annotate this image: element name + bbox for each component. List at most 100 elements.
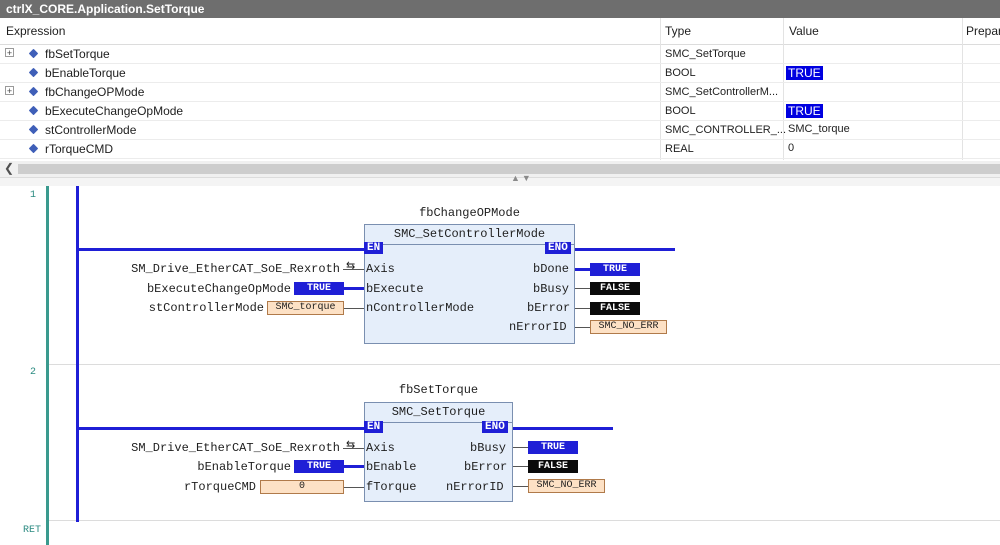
window-title: ctrlX_CORE.Application.SetTorque (0, 0, 1000, 18)
row-name: fbChangeOPMode (45, 85, 145, 99)
col-type[interactable]: Type (665, 24, 692, 38)
watch-header: Expression Type Value Prepar (0, 18, 1000, 45)
plus-box-icon[interactable]: + (5, 48, 14, 58)
pin-bdone: bDone (533, 262, 570, 276)
wire (575, 288, 590, 289)
col-expression[interactable]: Expression (6, 24, 66, 38)
watch-row[interactable]: stControllerMode SMC_CONTROLLER_... SMC_… (0, 121, 1000, 140)
power-rail (76, 186, 79, 522)
output-value-bbusy[interactable]: FALSE (590, 282, 640, 295)
output-value-nerrorid[interactable]: SMC_NO_ERR (590, 320, 667, 334)
col-prepared[interactable]: Prepar (966, 24, 1000, 38)
col-separator (962, 18, 963, 160)
pin-bexecute: bExecute (366, 282, 424, 296)
wire (343, 269, 364, 270)
watch-row[interactable]: bEnableTorque BOOL TRUE (0, 64, 1000, 83)
row-type: BOOL (665, 67, 696, 79)
scrollbar-thumb[interactable] (18, 164, 1000, 174)
wire (575, 268, 590, 271)
output-value-nerrorid[interactable]: SMC_NO_ERR (528, 479, 605, 493)
pin-berror: bError (464, 460, 508, 474)
link-arrows-icon: ⇆ (346, 261, 356, 273)
output-value-berror[interactable]: FALSE (528, 460, 578, 473)
network-number: 1 (30, 190, 37, 201)
output-value-berror[interactable]: FALSE (590, 302, 640, 315)
network-number: 2 (30, 367, 37, 378)
variable-diamond-icon (28, 48, 39, 59)
row-type: SMC_CONTROLLER_... (665, 124, 787, 136)
network-separator (49, 364, 1000, 365)
row-type: REAL (665, 143, 694, 155)
row-value[interactable]: 0 (788, 142, 795, 154)
en-pin: EN (364, 421, 384, 433)
col-separator (660, 18, 661, 160)
watch-row[interactable]: rTorqueCMD REAL 0 (0, 140, 1000, 159)
row-name: bExecuteChangeOpMode (45, 104, 184, 118)
input-value-ftorque[interactable]: 0 (260, 480, 344, 494)
variable-diamond-icon (28, 124, 39, 135)
ret-label: RET (23, 525, 42, 536)
output-value-bbusy[interactable]: TRUE (528, 441, 578, 454)
pin-berror: bError (527, 301, 571, 315)
watch-row[interactable]: bExecuteChangeOpMode BOOL TRUE (0, 102, 1000, 121)
variable-diamond-icon (28, 105, 39, 116)
fb-instance-name[interactable]: fbSetTorque (398, 383, 479, 397)
input-value-benable[interactable]: TRUE (294, 460, 344, 473)
variable-diamond-icon (28, 86, 39, 97)
wire (513, 466, 528, 467)
row-type: SMC_SetTorque (665, 48, 746, 60)
row-value[interactable]: TRUE (786, 104, 823, 118)
variable-diamond-icon (28, 143, 39, 154)
function-block[interactable]: SMC_SetTorque (364, 402, 513, 502)
row-type: SMC_SetControllerM... (665, 86, 779, 98)
pin-axis: Axis (366, 441, 395, 455)
row-value[interactable]: TRUE (786, 66, 823, 80)
watch-row[interactable]: + fbChangeOPMode SMC_SetControllerM... (0, 83, 1000, 102)
eno-wire (575, 248, 675, 251)
watch-panel: Expression Type Value Prepar + fbSetTorq… (0, 18, 1000, 177)
plus-box-icon[interactable]: + (5, 86, 14, 96)
row-name: fbSetTorque (45, 47, 110, 61)
network-separator (49, 520, 1000, 521)
row-value[interactable]: SMC_torque (788, 123, 850, 135)
pin-ftorque: fTorque (366, 480, 417, 494)
wire (513, 486, 528, 487)
row-name: rTorqueCMD (45, 142, 114, 156)
fb-type-name: SMC_SetTorque (365, 405, 512, 423)
row-type: BOOL (665, 105, 696, 117)
en-wire (79, 248, 364, 251)
wire (344, 287, 364, 290)
pin-nerrorid: nErrorID (509, 320, 567, 334)
col-separator (783, 18, 784, 160)
horizontal-scrollbar[interactable]: ❮ (0, 161, 1000, 177)
input-value-ncontrollermode[interactable]: SMC_torque (267, 301, 344, 315)
eno-wire (513, 427, 613, 430)
watch-row[interactable]: + fbSetTorque SMC_SetTorque (0, 45, 1000, 64)
splitter-arrows-icon[interactable]: ▲▼ (511, 173, 533, 183)
input-label-ftorque[interactable]: rTorqueCMD (183, 480, 256, 494)
input-label-benable[interactable]: bEnableTorque (197, 460, 291, 474)
wire (575, 327, 590, 328)
variable-diamond-icon (28, 67, 39, 78)
gutter-bar (46, 186, 49, 545)
input-label-axis[interactable]: SM_Drive_EtherCAT_SoE_Rexroth (131, 262, 340, 276)
wire (575, 308, 590, 309)
col-value[interactable]: Value (789, 24, 819, 38)
eno-pin: ENO (482, 421, 508, 433)
pin-nerrorid: nErrorID (446, 480, 504, 494)
en-pin: EN (364, 242, 384, 254)
fb-type-name: SMC_SetControllerMode (365, 227, 574, 245)
eno-pin: ENO (545, 242, 571, 254)
en-wire (79, 427, 364, 430)
output-value-bdone[interactable]: TRUE (590, 263, 640, 276)
input-label-bexecute[interactable]: bExecuteChangeOpMode (146, 282, 291, 296)
function-block[interactable]: SMC_SetControllerMode (364, 224, 575, 344)
fb-instance-name[interactable]: fbChangeOPMode (419, 206, 520, 220)
input-label-ncontrollermode[interactable]: stControllerMode (148, 301, 264, 315)
row-name: stControllerMode (45, 123, 137, 137)
input-value-bexecute[interactable]: TRUE (294, 282, 344, 295)
chevron-left-icon[interactable]: ❮ (4, 161, 15, 175)
pin-benable: bEnable (366, 460, 417, 474)
wire (344, 487, 364, 488)
input-label-axis[interactable]: SM_Drive_EtherCAT_SoE_Rexroth (131, 441, 340, 455)
